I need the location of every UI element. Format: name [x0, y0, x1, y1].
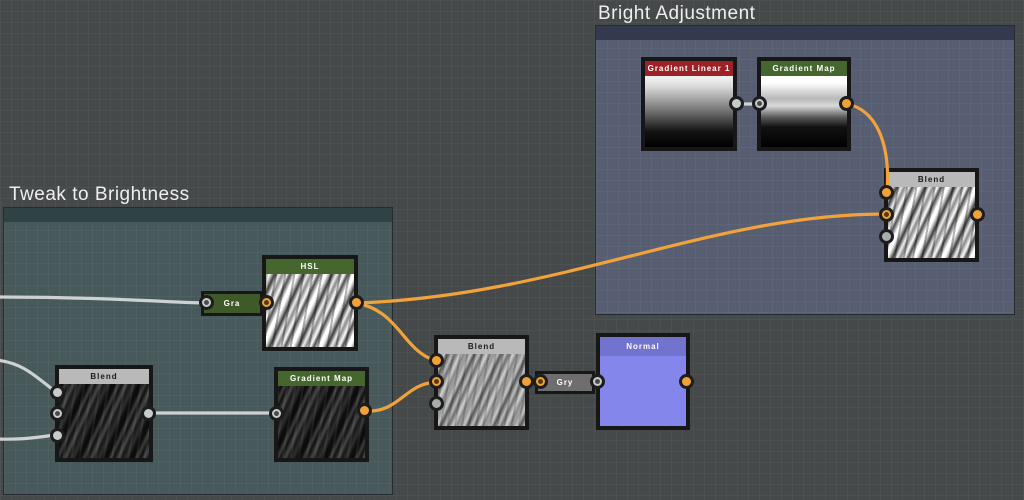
node-gradient-map-left[interactable]: Gradient Map	[274, 367, 369, 462]
node-blend-mid-header: Blend	[438, 339, 525, 354]
node-blend-left-preview	[59, 384, 149, 458]
node-hsl-header: HSL	[266, 259, 354, 274]
node-gradient-linear-1-header: Gradient Linear 1	[645, 61, 733, 76]
node-hsl[interactable]: HSL	[262, 255, 358, 351]
port-normal-output[interactable]	[679, 374, 694, 389]
port-blend-mid-input-3[interactable]	[429, 396, 444, 411]
port-hsl-output[interactable]	[349, 295, 364, 310]
node-blend-mid[interactable]: Blend	[434, 335, 529, 430]
node-blend-mid-preview	[438, 354, 525, 426]
node-gradient-map-top-preview	[761, 76, 847, 147]
node-gradient-linear-1[interactable]: Gradient Linear 1	[641, 57, 737, 151]
node-blend-top-preview	[888, 187, 975, 258]
node-gradient-map-left-preview	[278, 386, 365, 458]
node-blend-top-header: Blend	[888, 172, 975, 187]
port-blend-mid-output[interactable]	[519, 374, 534, 389]
port-gradient-map-top-output[interactable]	[839, 96, 854, 111]
port-blend-top-input-3[interactable]	[879, 229, 894, 244]
frame-bright-adjustment-bar[interactable]	[596, 26, 1014, 40]
port-blend-top-input-2[interactable]	[879, 207, 894, 222]
port-hsl-input[interactable]	[259, 295, 274, 310]
node-blend-top[interactable]: Blend	[884, 168, 979, 262]
port-blend-mid-input-2[interactable]	[429, 374, 444, 389]
node-gradient-map-left-header: Gradient Map	[278, 371, 365, 386]
port-blend-top-output[interactable]	[970, 207, 985, 222]
node-blend-left-header: Blend	[59, 369, 149, 384]
node-gry-label: Gry	[556, 378, 574, 387]
node-gradient-linear-1-preview	[645, 76, 733, 147]
port-gradient-map-top-input[interactable]	[752, 96, 767, 111]
frame-title-tweak-brightness: Tweak to Brightness	[9, 184, 190, 205]
port-blend-left-input-3[interactable]	[50, 428, 65, 443]
node-hsl-preview	[266, 274, 354, 347]
node-blend-left[interactable]: Blend	[55, 365, 153, 462]
port-blend-left-input-2[interactable]	[50, 406, 65, 421]
port-gradient-map-left-output[interactable]	[357, 403, 372, 418]
node-gra-label: Gra	[223, 299, 241, 308]
port-gradient-linear-1-output[interactable]	[729, 96, 744, 111]
port-normal-input[interactable]	[590, 374, 605, 389]
port-blend-left-input-1[interactable]	[50, 385, 65, 400]
port-blend-mid-input-1[interactable]	[429, 353, 444, 368]
node-normal[interactable]: Normal	[596, 333, 690, 430]
port-gra-input[interactable]	[199, 295, 214, 310]
frame-title-bright-adjustment: Bright Adjustment	[598, 3, 756, 24]
frame-tweak-brightness-bar[interactable]	[4, 208, 392, 222]
port-gradient-map-left-input[interactable]	[269, 406, 284, 421]
port-gry-input[interactable]	[533, 374, 548, 389]
port-blend-left-output[interactable]	[141, 406, 156, 421]
node-normal-preview	[600, 356, 686, 426]
port-blend-top-input-1[interactable]	[879, 185, 894, 200]
node-gradient-map-top[interactable]: Gradient Map	[757, 57, 851, 151]
node-normal-header: Normal	[600, 337, 686, 356]
node-gradient-map-top-header: Gradient Map	[761, 61, 847, 76]
